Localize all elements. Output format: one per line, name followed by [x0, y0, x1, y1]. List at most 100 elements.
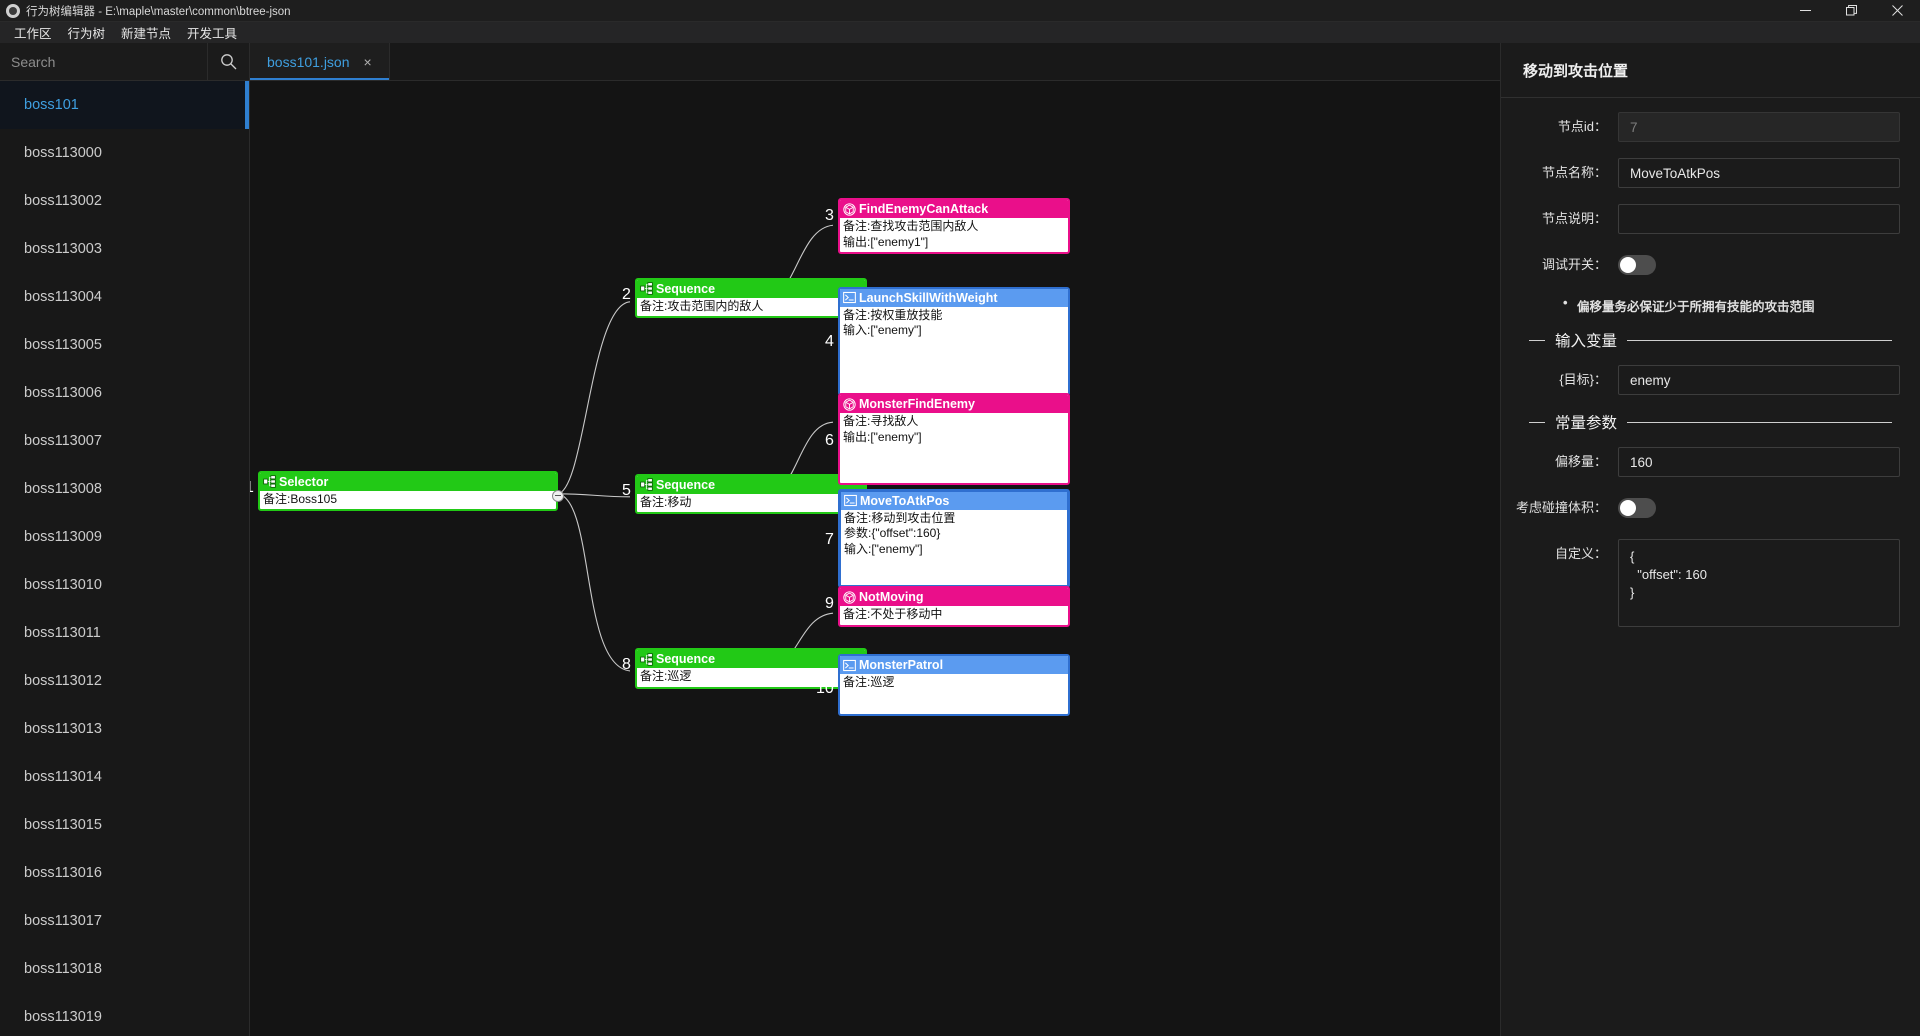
- field-offset: 偏移量：: [1515, 447, 1900, 477]
- inspector-title: 移动到攻击位置: [1501, 43, 1920, 98]
- tab-close-icon[interactable]: ×: [363, 53, 372, 70]
- file-item[interactable]: boss113000: [0, 129, 249, 177]
- offset-label: 偏移量：: [1554, 454, 1607, 469]
- file-item[interactable]: boss113013: [0, 705, 249, 753]
- tree-node-line: 备注:移动到攻击位置: [844, 510, 956, 525]
- tree-node-header: Sequence: [637, 650, 865, 669]
- toggle-knob: [1620, 500, 1636, 516]
- tree-node-title: NotMoving: [859, 590, 924, 605]
- tree-node-line: 备注:查找攻击范围内敌人: [843, 219, 979, 234]
- offset-input[interactable]: [1618, 447, 1900, 477]
- node-desc-input[interactable]: [1618, 204, 1900, 234]
- minimize-icon[interactable]: [1782, 0, 1828, 22]
- tree-node-index: 2: [622, 286, 631, 304]
- file-item[interactable]: boss113015: [0, 801, 249, 849]
- tree-node-title: LaunchSkillWithWeight: [859, 290, 998, 305]
- close-icon[interactable]: [1874, 0, 1920, 22]
- search-icon[interactable]: [207, 43, 249, 80]
- tree-node-line: 备注:不处于移动中: [843, 607, 943, 622]
- tree-canvas[interactable]: Selector备注:Boss1051Sequence备注:攻击范围内的敌人2F…: [250, 81, 1500, 1036]
- section-input-title: 输入变量: [1555, 333, 1618, 350]
- file-item[interactable]: boss113014: [0, 753, 249, 801]
- tree-node-title: Sequence: [656, 281, 716, 296]
- tree-node-header: LaunchSkillWithWeight: [840, 288, 1068, 307]
- file-item[interactable]: boss113010: [0, 561, 249, 609]
- tree-node[interactable]: Selector 备注:Boss105: [258, 470, 558, 512]
- node-name-input[interactable]: [1618, 158, 1900, 188]
- file-item[interactable]: boss113005: [0, 321, 249, 369]
- field-node-desc: 节点说明：: [1515, 204, 1900, 234]
- menu-behavior-tree[interactable]: 行为树: [67, 27, 106, 41]
- tree-node-body: 备注:巡逻: [637, 668, 865, 687]
- file-item[interactable]: boss113002: [0, 177, 249, 225]
- tree-node-header: Selector: [260, 472, 556, 491]
- tree-node-index: 9: [825, 594, 834, 612]
- file-item-label: boss113006: [24, 385, 102, 401]
- maximize-icon[interactable]: [1828, 0, 1874, 22]
- file-item[interactable]: boss113018: [0, 945, 249, 993]
- tree-node-index: 1: [250, 479, 254, 497]
- tree-node[interactable]: NotMoving 备注:不处于移动中: [838, 586, 1070, 627]
- tab-boss101-json[interactable]: boss101.json ×: [250, 43, 390, 80]
- tree-node-index: 6: [825, 431, 834, 449]
- file-item[interactable]: boss113003: [0, 225, 249, 273]
- file-item[interactable]: boss113019: [0, 993, 249, 1036]
- file-item[interactable]: boss113008: [0, 465, 249, 513]
- field-custom: 自定义： { "offset": 160 }: [1515, 539, 1900, 632]
- file-item[interactable]: boss113006: [0, 369, 249, 417]
- node-name-label: 节点名称：: [1541, 165, 1607, 180]
- cube-icon: [843, 203, 856, 216]
- title-bar: 行为树编辑器 - E:\maple\master\common\btree-js…: [0, 0, 1920, 22]
- tree-node-header: Sequence: [637, 475, 865, 494]
- file-item[interactable]: boss113016: [0, 849, 249, 897]
- tab-bar: boss101.json ×: [250, 43, 1500, 81]
- file-item[interactable]: boss113007: [0, 417, 249, 465]
- tree-node[interactable]: Sequence 备注:攻击范围内的敌人: [635, 277, 867, 319]
- file-item[interactable]: boss101: [0, 81, 249, 129]
- collision-toggle[interactable]: [1618, 498, 1656, 518]
- toggle-knob: [1620, 257, 1636, 273]
- tab-label: boss101.json: [267, 53, 350, 70]
- tree-node-header: Sequence: [637, 279, 865, 298]
- section-dash: [1529, 421, 1545, 423]
- tree-node-index: 7: [825, 530, 834, 548]
- input-target-input[interactable]: [1618, 365, 1900, 395]
- file-item[interactable]: boss113011: [0, 609, 249, 657]
- inspector-note: 偏移量务必保证少于所拥有技能的攻击范围: [1563, 295, 1815, 315]
- tree-node-collapse-port[interactable]: [552, 489, 564, 502]
- file-item[interactable]: boss113017: [0, 897, 249, 945]
- menu-dev-tools[interactable]: 开发工具: [187, 27, 238, 41]
- node-id-label: 节点id：: [1557, 119, 1607, 134]
- file-item[interactable]: boss113012: [0, 657, 249, 705]
- tree-node-line: 输入:["enemy"]: [844, 541, 923, 556]
- custom-textarea[interactable]: { "offset": 160 }: [1618, 539, 1900, 627]
- debug-switch-toggle[interactable]: [1618, 255, 1656, 275]
- section-const-title: 常量参数: [1555, 415, 1618, 432]
- node-id-input: [1618, 112, 1900, 142]
- inspector-panel: 移动到攻击位置 节点id： 节点名称： 节点说明：: [1500, 43, 1920, 1036]
- tree-node-line: 备注:攻击范围内的敌人: [640, 298, 764, 313]
- file-item-label: boss113014: [24, 769, 102, 785]
- tree-node-line: 输入:["enemy"]: [843, 323, 922, 338]
- debug-switch-label: 调试开关：: [1541, 257, 1607, 272]
- file-item-label: boss113016: [24, 865, 102, 881]
- menu-workspace[interactable]: 工作区: [14, 27, 52, 41]
- tree-node-line: 备注:Boss105: [263, 491, 338, 506]
- tree-node-title: Selector: [279, 474, 329, 489]
- menu-new-node[interactable]: 新建节点: [121, 27, 172, 41]
- file-item[interactable]: boss113004: [0, 273, 249, 321]
- file-item-label: boss113009: [24, 529, 102, 545]
- tree-node-body: 备注:巡逻: [840, 674, 1068, 693]
- file-item[interactable]: boss113009: [0, 513, 249, 561]
- search-input[interactable]: [0, 43, 207, 80]
- tree-node-icon: [640, 282, 653, 296]
- custom-label: 自定义：: [1554, 546, 1607, 561]
- file-item-label: boss113013: [24, 721, 102, 737]
- editor-area: boss101.json ×: [250, 43, 1500, 1036]
